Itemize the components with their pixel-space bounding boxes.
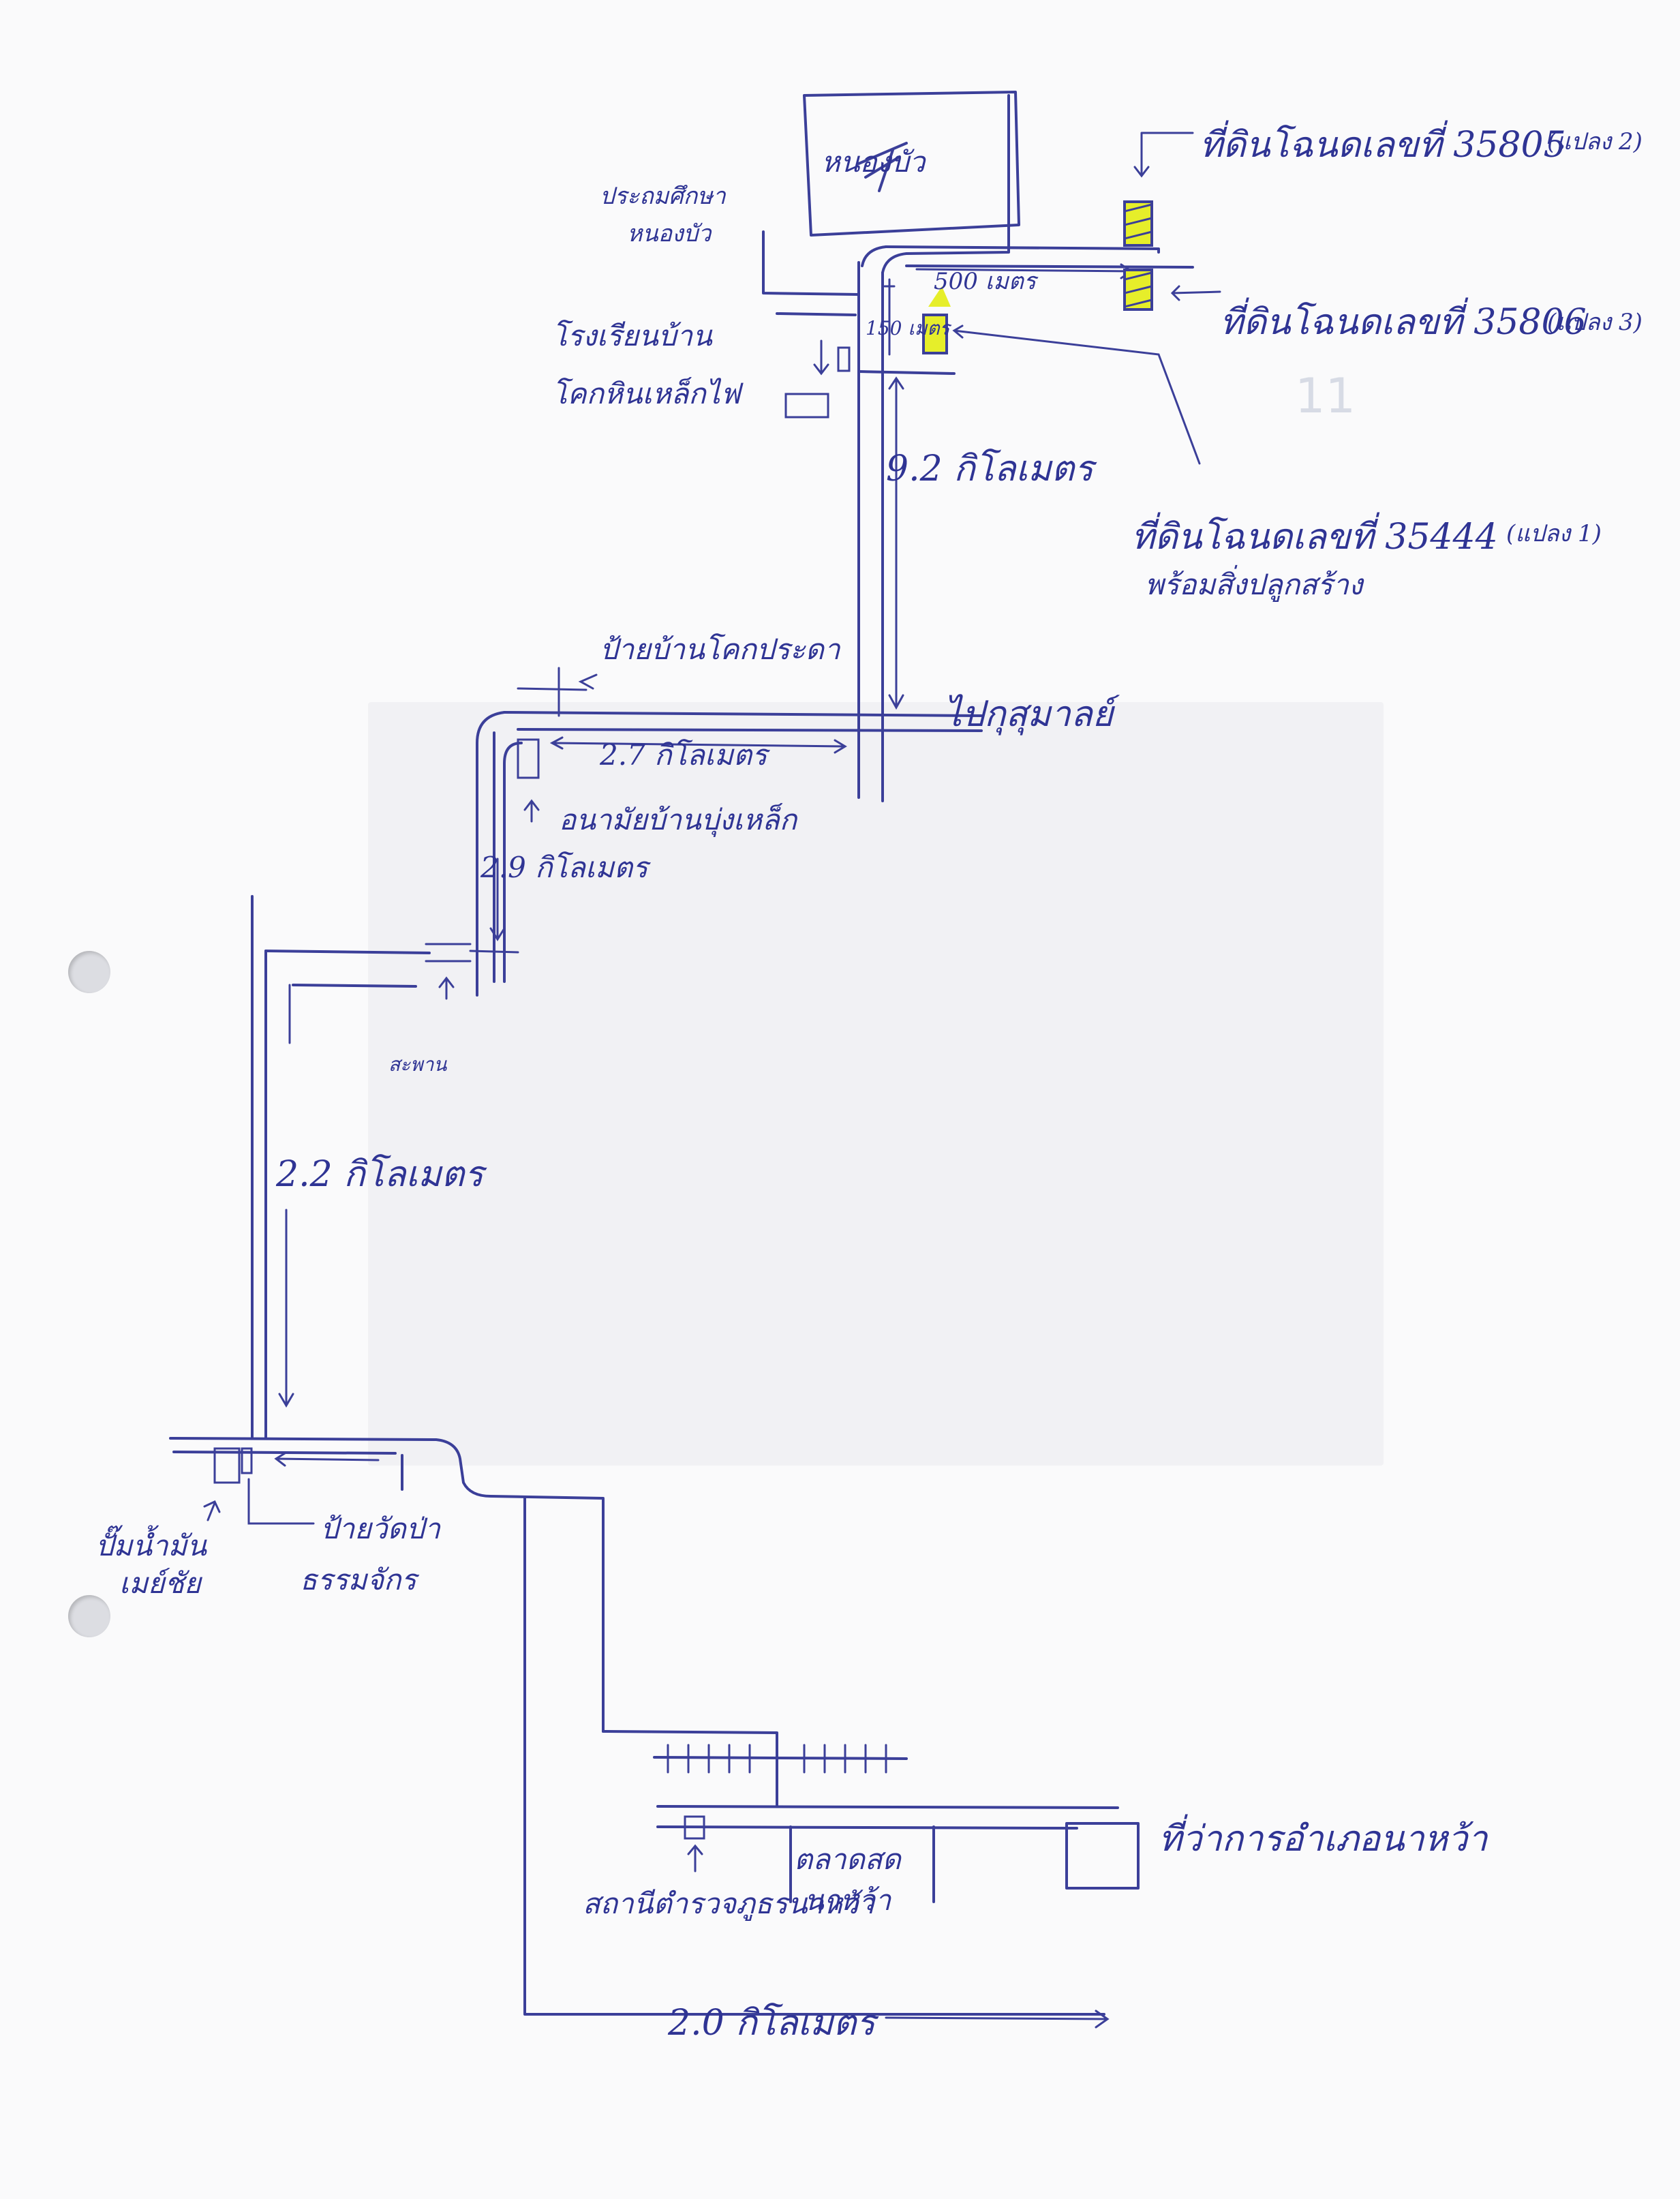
plot-1-marker [922,314,948,354]
arrow-bridge [438,976,455,1000]
village-sign-label: ป้ายบ้านโคกประดา [600,633,840,666]
leader-temple [247,1478,315,1525]
school-marker-large [784,393,829,419]
road-school-top [762,230,860,296]
bridge-label: สะพาน [388,1053,447,1076]
dist-9-2km-label: 9.2 กิโลเมตร [886,449,1094,489]
tick-2-9km [469,950,519,954]
gas-station-marker [213,1447,241,1484]
binder-hole-icon [68,1595,110,1637]
temple-label-2: ธรรมจักร [300,1563,417,1596]
market-label-2: นาหว้า [804,1883,891,1917]
police-label: สถานีตำรวจภูธรนาหว้า [583,1887,874,1920]
road-district-top [656,1805,1119,1809]
road-to-plots [885,245,1160,254]
plot-1-arrow-highlight [928,286,951,307]
plot-2-label: ที่ดินโฉนดเลขที่ 35805 [1200,125,1566,166]
arrow-village-sign [578,673,598,690]
school-village-label-2: โคกหินเหล็กไฟ [552,377,741,410]
plot-2-tag: (แปลง 2) [1547,128,1643,155]
arrow-150m [883,278,896,356]
school-top-label-2: หนองบัว [627,220,712,247]
market-label: ตลาดสด [794,1842,901,1876]
arrow-2-9km [489,858,506,941]
arrow-health-center [523,799,540,823]
police-marker [684,1815,705,1840]
dist-2-2km-label: 2.2 กิโลเมตร [276,1154,484,1195]
market-hatching [667,1744,887,1774]
leader-plot-2 [1133,132,1194,178]
health-center-marker [517,738,540,779]
road-school-lower [776,312,857,316]
dist-150m-label: 150 เมตร [866,317,950,339]
arrow-gas-station [203,1500,221,1521]
arrow-9-2km [888,376,904,710]
arrow-2-7km [549,736,847,754]
dist-2-0km-label: 2.0 กิโลเมตร [668,2003,876,2044]
dist-2-7km-label: 2.7 กิโลเมตร [600,738,767,772]
gas-station-label: ปั๊มน้ำมัน [95,1529,207,1562]
arrow-2-2km [278,984,294,1408]
district-office-marker [1065,1822,1140,1890]
road-junction-top [503,711,983,717]
landmark-label: หนองบัว [821,145,926,179]
plot-3-tag: (แปลง 3) [1547,309,1643,336]
road-curve [861,245,887,267]
bleed-through-rectangle [368,702,1384,1466]
arrow-police [687,1844,703,1872]
road-junction-lower [517,728,983,732]
arrow-2-0km [885,2010,1110,2029]
school-marker-small [837,346,851,372]
road-branch-150 [857,370,956,375]
plot-1-label: ที่ดินโฉนดเลขที่ 35444 [1131,517,1498,558]
bridge-icon [425,943,472,962]
road-market-verticals [789,1825,935,1903]
road-west-curve [476,711,506,997]
school-top-label: ประถมศึกษา [600,183,726,210]
landmark-scribble [857,142,908,192]
road-bridge-lower [292,984,417,988]
road-to-plots-lower [905,264,1194,269]
road-south [523,1497,1105,2016]
plot-2-hatching [1123,203,1153,240]
arrow-temple [274,1452,380,1467]
village-sign-post [517,667,587,717]
temple-label: ป้ายวัดป่า [320,1512,440,1545]
dist-2-9km-label: 2.9 กิโลเมตร [480,851,648,884]
binder-hole-icon [68,951,110,993]
plot-1-tag: (แปลง 1) [1506,520,1602,547]
district-office-label: ที่ว่าการอำเภอนาหว้า [1159,1819,1488,1860]
road-market-rail [653,1756,908,1760]
road-main-right-top [881,94,1010,274]
leader-plot-1 [952,324,1201,465]
temple-sign-marker [241,1447,253,1474]
road-lower-junction [169,1437,605,1733]
gas-station-label-2: เมย์ชัย [119,1566,201,1600]
road-district-lower [656,1825,1078,1830]
plot-3-label: ที่ดินโฉนดเลขที่ 35806 [1220,302,1587,343]
leader-plot-3 [1170,285,1221,301]
to-district-label: ไปกุสุมาลย์ [944,694,1114,735]
road-market-top [602,1730,778,1808]
arrow-to-school [813,339,829,376]
plot-1-sub: พร้อมสิ่งปลูกสร้าง [1145,568,1363,601]
dist-500m-label: 500 เมตร [934,268,1037,295]
school-village-label: โรงเรียนบ้าน [552,319,712,352]
landmark-box [803,91,1020,237]
health-center-label: อนามัยบ้านบุ่งเหล็ก [559,803,797,836]
bleed-through-number: 11 [1295,368,1356,424]
road-bridge-top [264,950,431,954]
plot-3-hatching [1123,271,1153,308]
